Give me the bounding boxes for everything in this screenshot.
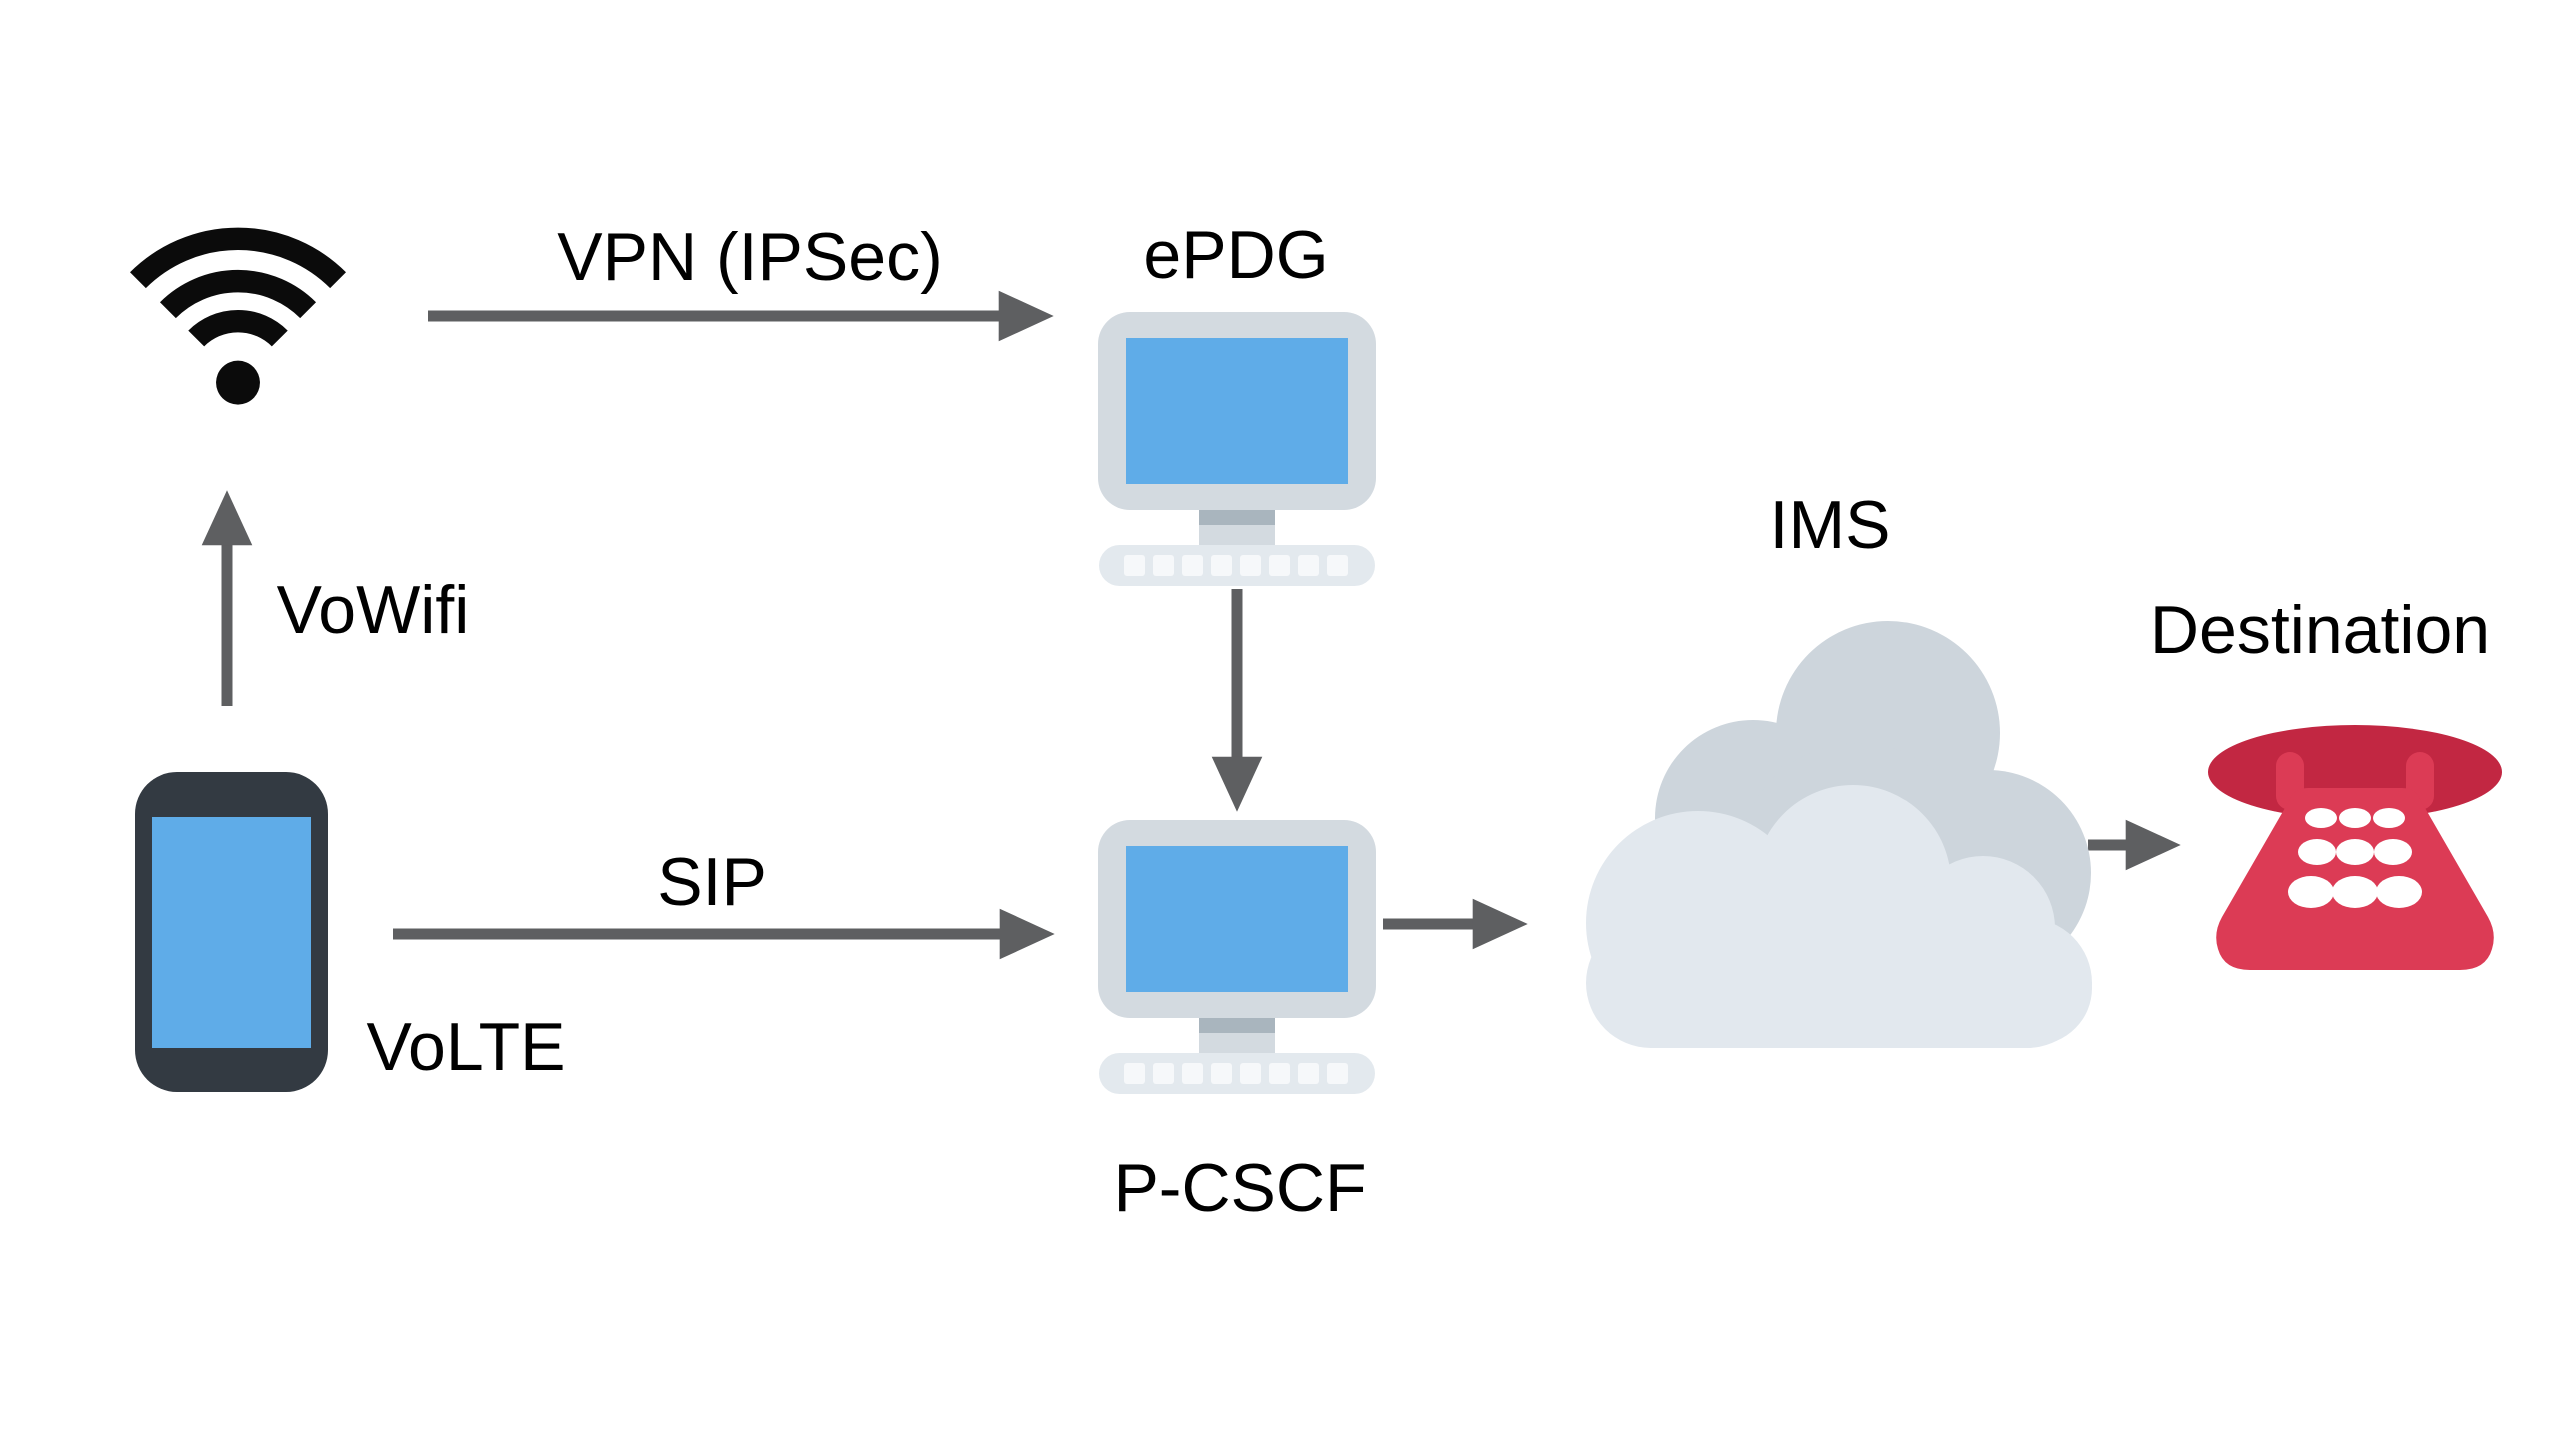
keyboard-keys: [1124, 555, 1348, 576]
wifi-arc-middle: [159, 270, 317, 319]
ims-label: IMS: [1769, 487, 1891, 563]
pcscf-label: P-CSCF: [1113, 1150, 1367, 1226]
monitor-screen: [1126, 338, 1348, 484]
monitor-stand: [1199, 1033, 1275, 1054]
monitor-stand: [1199, 525, 1275, 546]
wifi-arc-outer: [130, 227, 346, 289]
pcscf-computer-icon: [1098, 820, 1376, 1094]
keyboard-keys: [1124, 1063, 1348, 1084]
wifi-dot: [216, 360, 260, 405]
vowifi-label: VoWifi: [276, 572, 470, 648]
epdg-computer-icon: [1098, 312, 1376, 586]
wifi-arc-inner: [188, 310, 288, 347]
smartphone-icon: [135, 772, 328, 1092]
destination-label: Destination: [2149, 592, 2491, 668]
vpn-label: VPN (IPSec): [557, 219, 943, 295]
ims-cloud-icon: [1586, 621, 2092, 1048]
wifi-icon: [130, 227, 346, 405]
volte-label: VoLTE: [366, 1009, 566, 1085]
destination-telephone-icon: [2208, 725, 2502, 970]
cloud-front: [1586, 785, 2092, 1048]
monitor-stand-top: [1199, 1018, 1275, 1033]
monitor-stand-top: [1199, 510, 1275, 525]
sip-label: SIP: [657, 844, 767, 920]
telephone-keypad: [2288, 808, 2422, 908]
monitor-screen: [1126, 846, 1348, 992]
epdg-label: ePDG: [1143, 217, 1329, 293]
smartphone-screen: [152, 817, 311, 1048]
